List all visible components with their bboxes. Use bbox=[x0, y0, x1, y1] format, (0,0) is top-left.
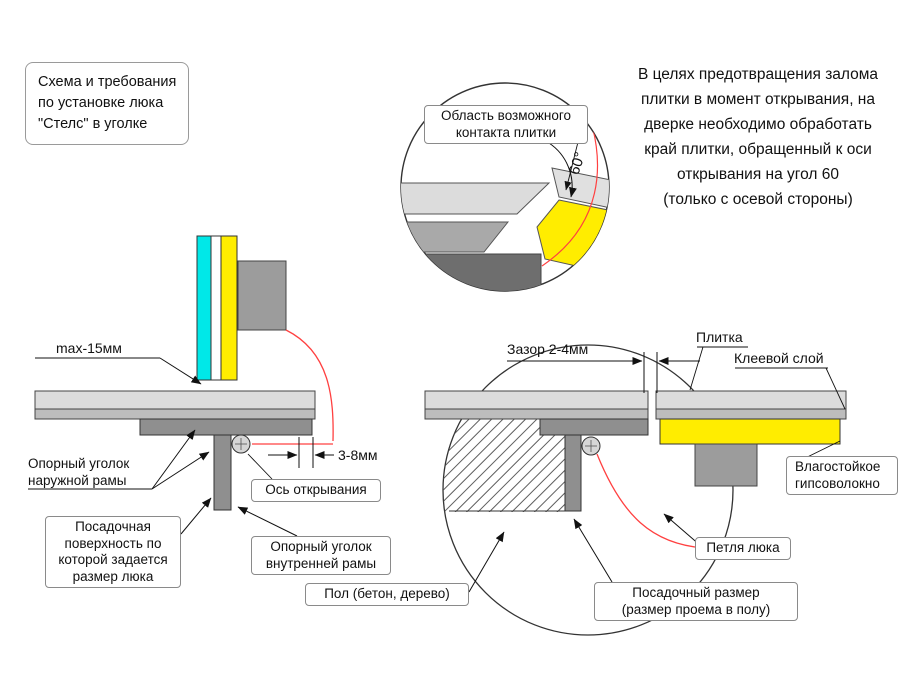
inner-corner-line: внутренней рамы bbox=[265, 555, 377, 571]
seating-size-line: (размер проема в полу) bbox=[621, 601, 771, 617]
outer-corner-leader-2 bbox=[151, 451, 210, 490]
detail-frame-block bbox=[423, 253, 542, 291]
inner-corner-leader bbox=[237, 506, 298, 537]
tile-leader bbox=[689, 346, 704, 391]
floor-label: Пол (бетон, дерево) bbox=[305, 583, 469, 606]
seating-surface-label: Посадочная поверхность по которой задает… bbox=[45, 516, 181, 588]
inner-corner-line: Опорный уголок bbox=[270, 539, 372, 554]
seating-size-line: Посадочный размер bbox=[632, 585, 760, 600]
outer-corner-leader-1 bbox=[151, 429, 196, 490]
tile-label: Плитка bbox=[696, 329, 743, 345]
outer-frame-corner-bar bbox=[539, 418, 649, 436]
axis-label: Ось открывания bbox=[251, 479, 381, 502]
gypsum-line: Влагостойкое bbox=[795, 459, 881, 474]
opening-trajectory-arc bbox=[285, 329, 334, 442]
max-offset-label: max-15мм bbox=[56, 340, 122, 356]
adhesive-leader bbox=[825, 367, 846, 410]
gypsum-label: Влагостойкое гипсоволокно bbox=[786, 456, 898, 495]
inner-frame-vertical-leg bbox=[213, 434, 232, 511]
gap-3-8-label: 3-8мм bbox=[338, 447, 378, 463]
detail-label-leader bbox=[564, 141, 579, 191]
title-line: Схема и требования bbox=[38, 74, 177, 90]
seating-line: поверхность по bbox=[64, 535, 162, 551]
note-line: дверке необходимо обработать bbox=[644, 116, 872, 133]
note-line: край плитки, обращенный к оси bbox=[644, 141, 872, 158]
seating-size-leader bbox=[573, 518, 613, 583]
floor-label-leader bbox=[468, 531, 505, 593]
door-gypsum-strip bbox=[220, 235, 238, 381]
detail-tile-band bbox=[401, 182, 551, 215]
door-tile-strip bbox=[196, 235, 212, 381]
title-box: Схема и требования по установке люка "Ст… bbox=[25, 62, 190, 145]
fixed-adhesive-layer bbox=[424, 408, 649, 420]
inner-corner-label: Опорный уголок внутренней рамы bbox=[251, 536, 391, 575]
note-line: В целях предотвращения залома bbox=[637, 66, 879, 83]
left-section bbox=[28, 235, 334, 537]
title-line: по установке люка bbox=[38, 95, 164, 111]
detail-adhesive-band bbox=[401, 221, 510, 253]
outer-frame-corner-bar bbox=[139, 418, 313, 436]
seating-line: размер люка bbox=[72, 568, 154, 584]
floor-tile-layer bbox=[34, 390, 316, 410]
gap-2-4-label: Зазор 2-4мм bbox=[507, 341, 589, 357]
fixed-tile-layer bbox=[424, 390, 649, 410]
adhesive-label: Клеевой слой bbox=[734, 350, 824, 366]
seating-surface-leader bbox=[180, 497, 212, 535]
note-line: плитки в момент открывания, на bbox=[640, 91, 875, 108]
angle-dimension-arc bbox=[538, 134, 577, 198]
note-line: открывания на угол 60 bbox=[677, 166, 839, 183]
door-tile-layer bbox=[655, 390, 847, 410]
outer-corner-label: Опорный уголок наружной рамы bbox=[28, 456, 129, 489]
max-offset-leader bbox=[159, 357, 202, 385]
outer-corner-line: наружной рамы bbox=[28, 472, 127, 488]
door-frame-block bbox=[237, 260, 287, 331]
door-frame-corner-block bbox=[694, 443, 758, 487]
right-section bbox=[424, 344, 847, 636]
axis-label-leader bbox=[247, 453, 273, 480]
opening-trajectory-arc bbox=[596, 453, 705, 549]
hinge-label: Петля люка bbox=[695, 537, 791, 560]
floor-adhesive-layer bbox=[34, 408, 316, 420]
hinge-label-leader bbox=[663, 513, 702, 547]
contact-area-line: контакта плитки bbox=[455, 124, 557, 140]
seating-size-label: Посадочный размер (размер проема в полу) bbox=[594, 582, 798, 621]
door-adhesive-strip bbox=[210, 235, 222, 381]
seating-line: Посадочная bbox=[75, 519, 151, 534]
outer-frame-vertical-leg bbox=[564, 434, 582, 512]
title-line: "Стелс" в уголке bbox=[38, 116, 148, 132]
outer-corner-line: Опорный уголок bbox=[28, 456, 130, 471]
note-text: В целях предотвращения залома плитки в м… bbox=[622, 62, 894, 212]
note-line: (только с осевой стороны) bbox=[663, 191, 853, 208]
contact-area-label: Область возможного контакта плитки bbox=[424, 105, 588, 144]
seating-line: которой задается bbox=[58, 552, 168, 567]
contact-area-line: Область возможного bbox=[440, 108, 572, 123]
door-adhesive-layer bbox=[655, 408, 847, 420]
gypsum-line: гипсоволокно bbox=[795, 475, 880, 491]
gypsum-board-layer bbox=[659, 418, 841, 445]
